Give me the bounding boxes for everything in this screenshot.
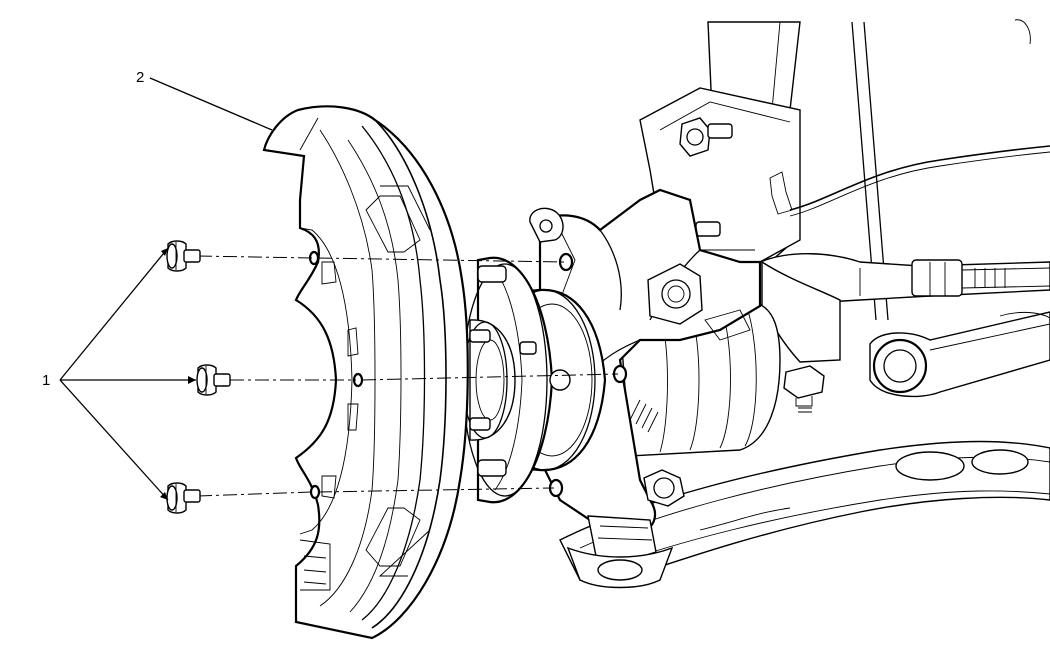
callout-1: 1	[42, 247, 196, 501]
splash-shield-bolt-upper	[166, 240, 201, 272]
splash-shield-bolt-middle	[196, 364, 231, 396]
callout-1-label: 1	[42, 372, 50, 389]
ball-joint-nut	[643, 469, 685, 507]
steering-knuckle	[529, 188, 762, 589]
tie-rod	[759, 253, 1050, 363]
strut-assembly	[639, 21, 1050, 263]
stabilizer-link-joint	[869, 311, 1050, 398]
callout-2: 2	[136, 69, 273, 131]
lower-control-arm	[559, 440, 1050, 581]
callout-2-label: 2	[136, 69, 144, 86]
wheel-studs	[469, 265, 537, 477]
splash-shield-bolt-lower	[166, 482, 201, 514]
strut-bolt-upper	[679, 117, 733, 157]
splash-shield	[262, 105, 469, 640]
alignment-lines	[197, 255, 619, 497]
